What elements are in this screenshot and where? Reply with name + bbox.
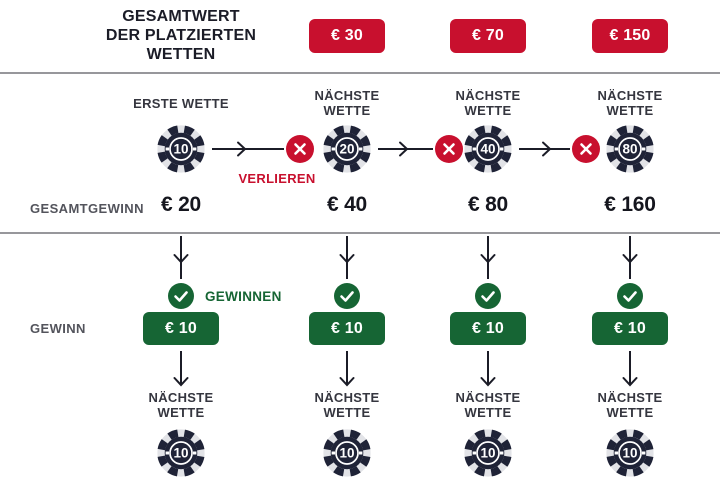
total-bet-badge: € 150 — [592, 19, 668, 53]
chip-value: 10 — [173, 446, 188, 461]
poker-chip: 10 — [323, 429, 371, 477]
total-win-row-label: GESAMTGEWINN — [30, 201, 144, 216]
total-bet-badge: € 70 — [450, 19, 526, 53]
next-bet-label: NÄCHSTE WETTE — [597, 88, 663, 118]
next-bet-label: NÄCHSTE WETTE — [455, 390, 521, 420]
title-line-2: DER PLATZIERTEN — [105, 27, 257, 44]
chip-value: 40 — [480, 142, 495, 157]
poker-chip: 10 — [606, 429, 654, 477]
poker-chip: 20 — [323, 125, 371, 173]
lose-label: VERLIEREN — [238, 171, 316, 186]
next-bet-label: NÄCHSTE WETTE — [455, 88, 521, 118]
arrow-down — [173, 351, 189, 387]
total-win-value: € 40 — [326, 193, 368, 216]
poker-chip: 10 — [157, 125, 205, 173]
win-check-icon — [617, 283, 643, 309]
win-label: GEWINNEN — [205, 289, 282, 304]
arrow-down — [339, 351, 355, 387]
next-bet-label: NÄCHSTE WETTE — [597, 390, 663, 420]
next-bet-label: NÄCHSTE WETTE — [314, 88, 380, 118]
win-amount-badge: € 10 — [143, 312, 219, 345]
divider-top — [0, 72, 720, 74]
win-row-label: GEWINN — [30, 321, 86, 336]
poker-chip: 40 — [464, 125, 512, 173]
lose-x-icon — [572, 135, 600, 163]
arrow-right — [378, 141, 433, 157]
win-check-icon — [168, 283, 194, 309]
diagram-title: GESAMTWERT DER PLATZIERTEN WETTEN — [61, 7, 301, 64]
poker-chip: 10 — [157, 429, 205, 477]
arrow-down — [173, 236, 189, 279]
arrow-down — [339, 236, 355, 279]
total-bet-badge: € 30 — [309, 19, 385, 53]
next-bet-label: NÄCHSTE WETTE — [148, 390, 214, 420]
arrow-right — [519, 141, 570, 157]
lose-x-icon — [286, 135, 314, 163]
arrow-down — [622, 236, 638, 279]
poker-chip: 10 — [464, 429, 512, 477]
total-win-value: € 160 — [604, 193, 656, 216]
title-line-1: GESAMTWERT — [122, 8, 240, 25]
poker-chip: 80 — [606, 125, 654, 173]
chip-value: 10 — [622, 446, 637, 461]
divider-middle — [0, 232, 720, 234]
chip-value: 10 — [480, 446, 495, 461]
arrow-down — [622, 351, 638, 387]
next-bet-label: NÄCHSTE WETTE — [314, 390, 380, 420]
chip-value: 10 — [339, 446, 354, 461]
total-win-value: € 80 — [467, 193, 509, 216]
win-check-icon — [334, 283, 360, 309]
lose-x-icon — [435, 135, 463, 163]
first-bet-label: ERSTE WETTE — [133, 96, 229, 111]
title-line-3: WETTEN — [146, 46, 216, 63]
arrow-right — [212, 141, 284, 157]
chip-value: 10 — [173, 142, 188, 157]
win-amount-badge: € 10 — [592, 312, 668, 345]
win-amount-badge: € 10 — [309, 312, 385, 345]
win-amount-badge: € 10 — [450, 312, 526, 345]
chip-value: 20 — [339, 142, 354, 157]
win-check-icon — [475, 283, 501, 309]
chip-value: 80 — [622, 142, 637, 157]
arrow-down — [480, 351, 496, 387]
total-win-value: € 20 — [160, 193, 202, 216]
arrow-down — [480, 236, 496, 279]
